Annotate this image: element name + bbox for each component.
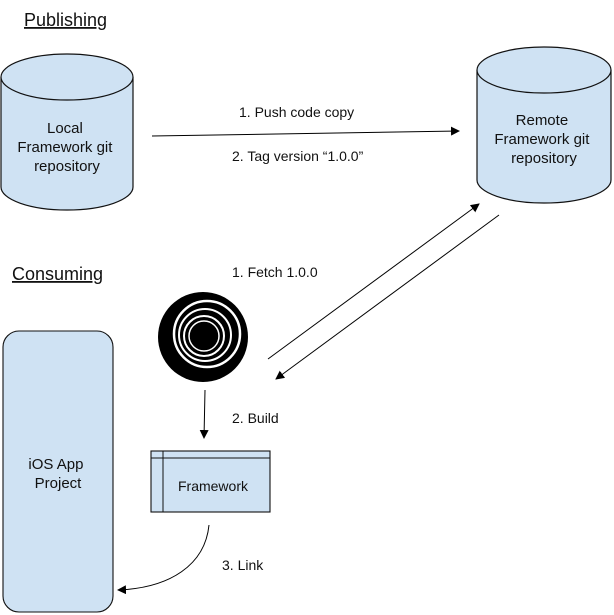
step-push-label: 1. Push code copy [239,104,354,120]
ios-app-project-label: iOS App Project [28,456,87,492]
ios-app-project-box: iOS App Project [2,330,114,613]
section-heading-publishing: Publishing [24,10,107,30]
build-arrow [199,389,209,439]
push-arrow [151,126,460,137]
section-heading-consuming: Consuming [12,264,103,284]
step-tag-label: 2. Tag version “1.0.0” [232,148,364,164]
link-arrow [117,524,210,595]
fetch-response-arrow [275,214,500,380]
remote-repository-cylinder: Remote Framework git repository [476,46,612,204]
remote-repository-label: Remote Framework git repository [494,112,593,167]
framework-box: Framework [150,450,271,513]
local-repository-label: Local Framework git repository [17,120,116,175]
local-repository-cylinder: Local Framework git repository [0,53,134,211]
concentric-rings-icon [158,292,248,382]
framework-label: Framework [178,478,249,494]
step-build-label: 2. Build [232,410,279,426]
step-link-label: 3. Link [222,557,264,573]
step-fetch-label: 1. Fetch 1.0.0 [232,264,318,280]
fetch-request-arrow [267,203,480,360]
